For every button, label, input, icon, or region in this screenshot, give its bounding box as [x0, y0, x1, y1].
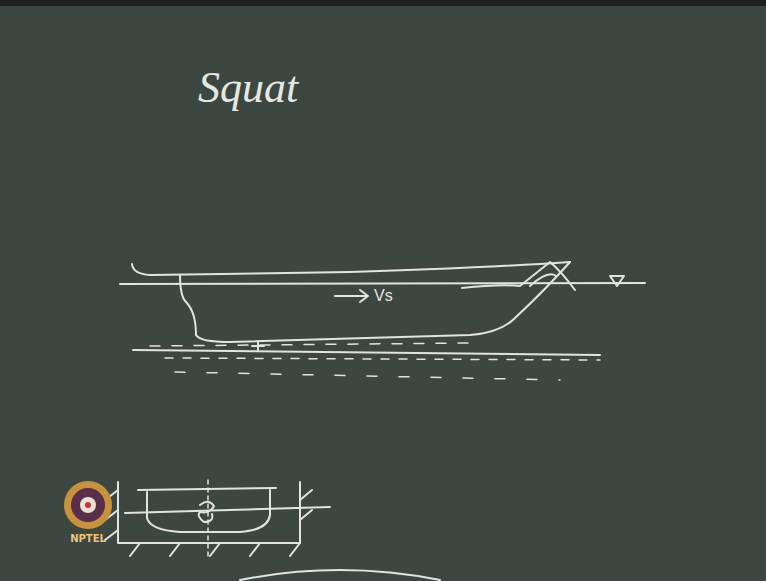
board-title: Squat — [198, 62, 298, 113]
velocity-label: Vs — [374, 287, 393, 305]
logo-text: NPTEL — [70, 533, 106, 544]
